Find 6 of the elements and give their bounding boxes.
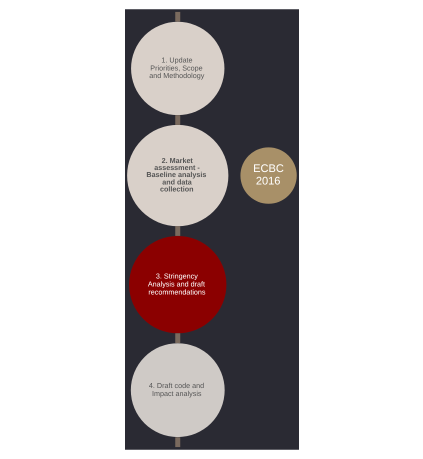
connector — [174, 226, 180, 236]
connector — [174, 12, 180, 22]
connector — [174, 437, 180, 448]
node-circle: ECBC 2016 — [240, 147, 296, 204]
connector — [174, 115, 180, 125]
connector — [174, 333, 180, 344]
